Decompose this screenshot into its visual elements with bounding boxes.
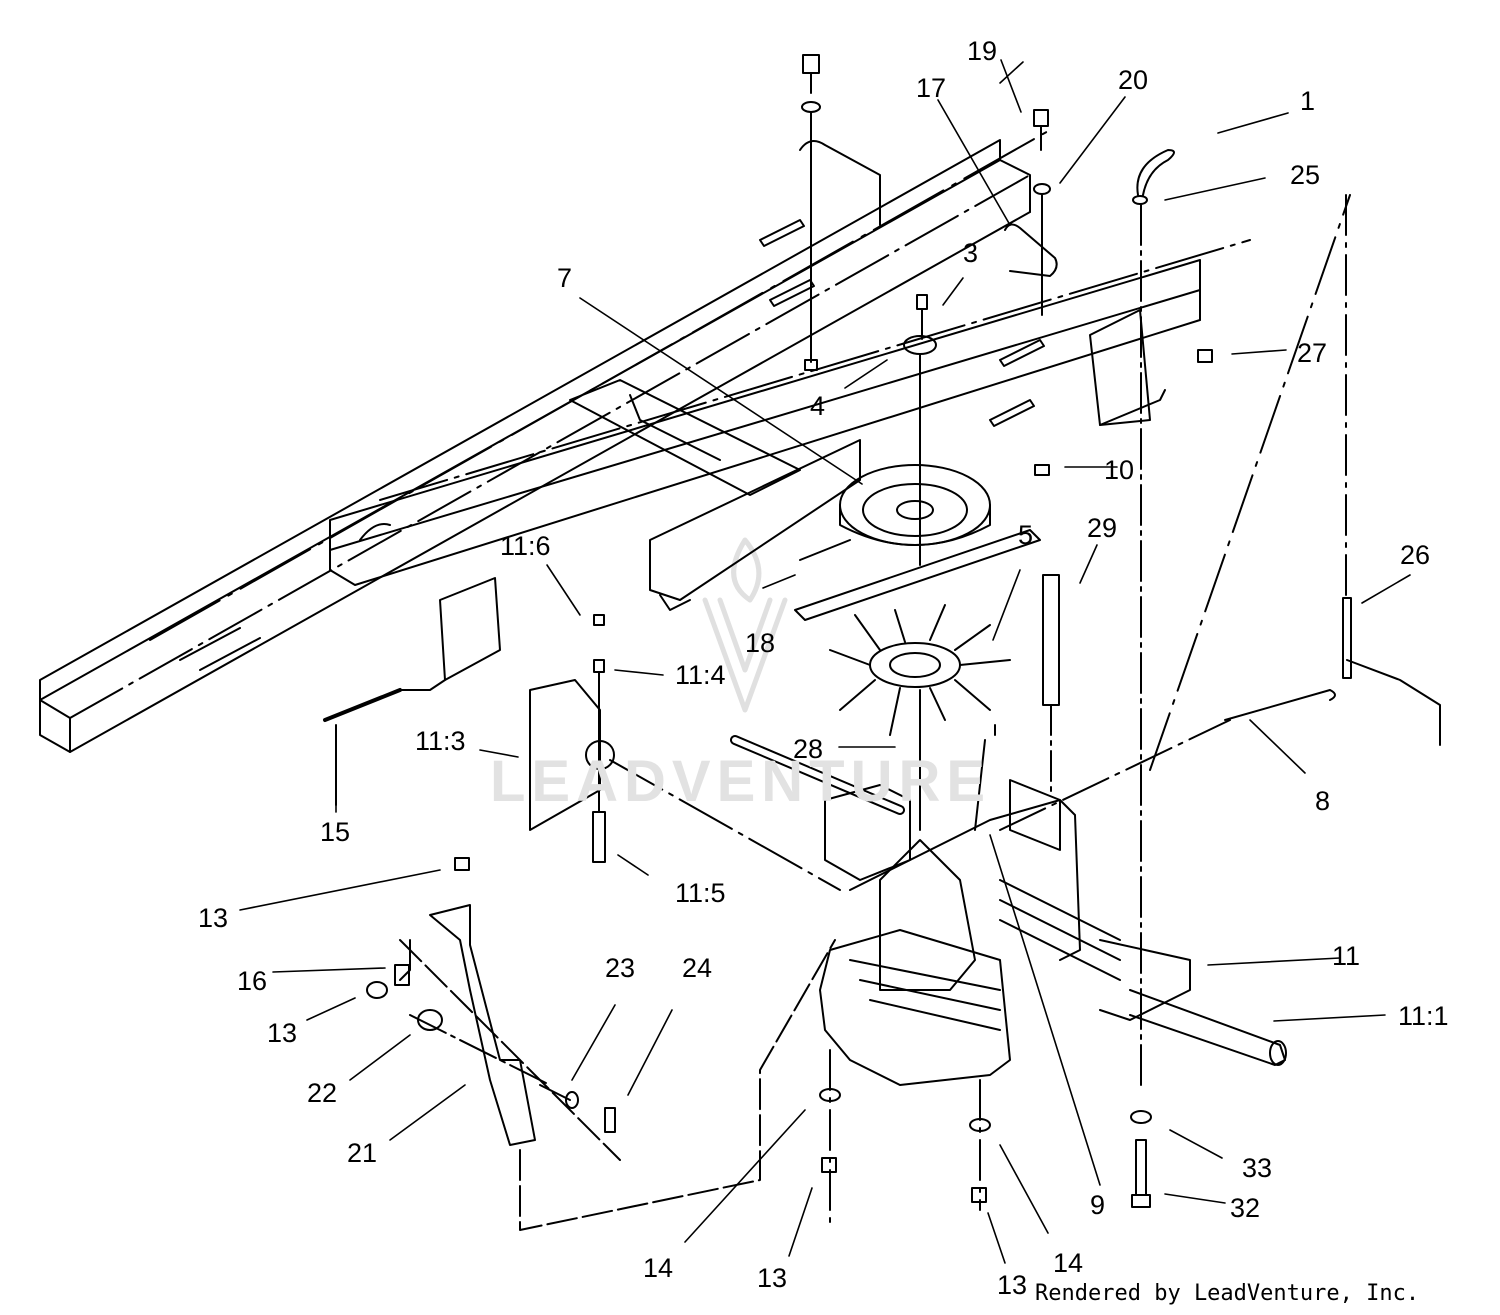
callout-28: 28 xyxy=(793,734,824,764)
leader-lines xyxy=(239,59,1411,1264)
frame-rail xyxy=(39,129,1251,753)
callout-13: 13 xyxy=(997,1270,1028,1300)
callout-8: 8 xyxy=(1315,786,1331,816)
callout-11-3: 11:3 xyxy=(415,726,466,756)
callout-21: 21 xyxy=(347,1138,378,1168)
callout-11-5: 11:5 xyxy=(675,878,726,908)
callout-19: 19 xyxy=(967,36,998,66)
callout-15: 15 xyxy=(320,817,351,847)
lower-bracket xyxy=(366,857,836,1231)
callout-7: 7 xyxy=(557,263,573,293)
watermark-logo xyxy=(702,537,788,713)
callout-27: 27 xyxy=(1297,338,1328,368)
callout-24: 24 xyxy=(682,953,713,983)
callout-25: 25 xyxy=(1290,160,1321,190)
callout-14: 14 xyxy=(643,1253,674,1283)
callout-32: 32 xyxy=(1230,1193,1261,1223)
callout-1: 1 xyxy=(1300,86,1316,116)
callout-11-6: 11:6 xyxy=(500,531,551,561)
footer-credit: Rendered by LeadVenture, Inc. xyxy=(1035,1281,1420,1306)
pulley-assembly xyxy=(794,294,1041,621)
callout-13: 13 xyxy=(267,1018,298,1048)
callout-11: 11 xyxy=(1332,941,1361,971)
callout-26: 26 xyxy=(1400,540,1431,570)
watermark-text: LEADVENTURE xyxy=(490,749,992,814)
callout-23: 23 xyxy=(605,953,636,983)
callout-13: 13 xyxy=(757,1263,788,1293)
callout-18: 18 xyxy=(745,628,776,658)
transaxle xyxy=(730,724,1287,1086)
callout-10: 10 xyxy=(1104,455,1135,485)
callout-13: 13 xyxy=(198,903,229,933)
callout-11-4: 11:4 xyxy=(675,660,726,690)
top-hardware xyxy=(799,54,1213,1086)
callout-5: 5 xyxy=(1018,520,1034,550)
callout-22: 22 xyxy=(307,1078,338,1108)
callout-16: 16 xyxy=(237,966,268,996)
callout-20: 20 xyxy=(1118,65,1149,95)
callout-29: 29 xyxy=(1087,513,1118,543)
callout-11-1: 11:1 xyxy=(1398,1001,1449,1031)
fan xyxy=(829,604,1011,831)
callout-17: 17 xyxy=(916,73,947,103)
callout-4: 4 xyxy=(810,391,826,421)
callout-9: 9 xyxy=(1090,1190,1106,1220)
callout-33: 33 xyxy=(1242,1153,1273,1183)
bottom-hardware xyxy=(819,1049,1152,1231)
rods xyxy=(999,194,1441,831)
callout-14: 14 xyxy=(1053,1248,1084,1278)
callout-3: 3 xyxy=(963,238,979,268)
